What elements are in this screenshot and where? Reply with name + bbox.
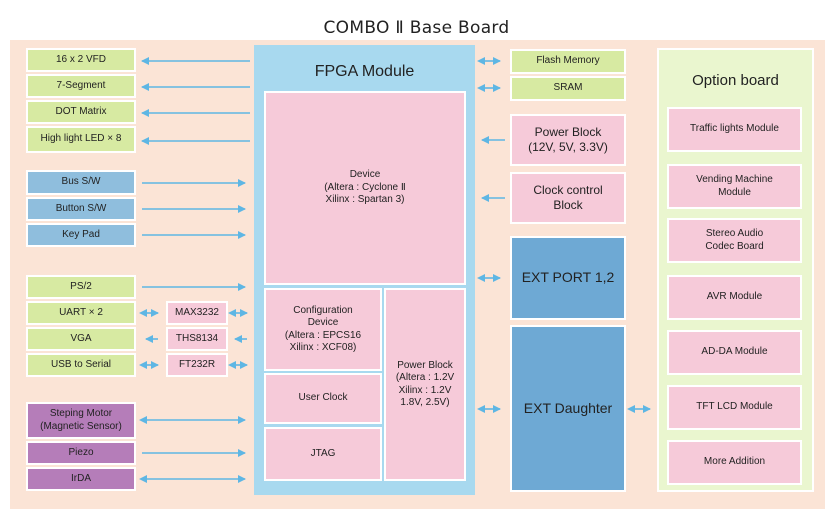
stepping-motor-block: Steping Motor (Magnetic Sensor)	[26, 402, 136, 439]
ft232r-block: FT232R	[166, 353, 228, 377]
fpga-module-title: FPGA Module	[314, 63, 415, 80]
option-board-title: Option board	[692, 72, 779, 89]
vending-machine-module: Vending Machine Module	[667, 164, 802, 209]
ths8134-block: THS8134	[166, 327, 228, 351]
irda-block: IrDA	[26, 467, 136, 491]
configuration-device-block: Configuration Device (Altera : EPCS16 Xi…	[264, 288, 382, 371]
bus-switch-block: Bus S/W	[26, 170, 136, 195]
vga-block: VGA	[26, 327, 136, 351]
piezo-block: Piezo	[26, 441, 136, 465]
max3232-block: MAX3232	[166, 301, 228, 325]
avr-module: AVR Module	[667, 275, 802, 320]
ext-port-block: EXT PORT 1,2	[510, 236, 626, 320]
more-addition-module: More Addition	[667, 440, 802, 485]
traffic-lights-module: Traffic lights Module	[667, 107, 802, 152]
vfd-display-block: 16 x 2 VFD	[26, 48, 136, 72]
ps2-block: PS/2	[26, 275, 136, 299]
keypad-block: Key Pad	[26, 223, 136, 247]
stereo-audio-codec-board: Stereo Audio Codec Board	[667, 218, 802, 263]
seven-segment-block: 7-Segment	[26, 74, 136, 98]
diagram-title: COMBO Ⅱ Base Board	[323, 18, 510, 38]
fpga-device-block: Device (Altera : Cyclone Ⅱ Xilinx : Spar…	[264, 91, 466, 285]
tft-lcd-module: TFT LCD Module	[667, 385, 802, 430]
dot-matrix-block: DOT Matrix	[26, 100, 136, 124]
user-clock-block: User Clock	[264, 373, 382, 424]
sram-block: SRAM	[510, 76, 626, 101]
power-block: Power Block (12V, 5V, 3.3V)	[510, 114, 626, 166]
fpga-power-block: Power Block (Altera : 1.2V Xilinx : 1.2V…	[384, 288, 466, 481]
clock-control-block: Clock control Block	[510, 172, 626, 224]
jtag-block: JTAG	[264, 427, 382, 481]
high-light-led-block: High light LED × 8	[26, 126, 136, 153]
uart-block: UART × 2	[26, 301, 136, 325]
button-switch-block: Button S/W	[26, 197, 136, 221]
usb-to-serial-block: USB to Serial	[26, 353, 136, 377]
ad-da-module: AD-DA Module	[667, 330, 802, 375]
flash-memory-block: Flash Memory	[510, 49, 626, 74]
ext-daughter-block: EXT Daughter	[510, 325, 626, 492]
